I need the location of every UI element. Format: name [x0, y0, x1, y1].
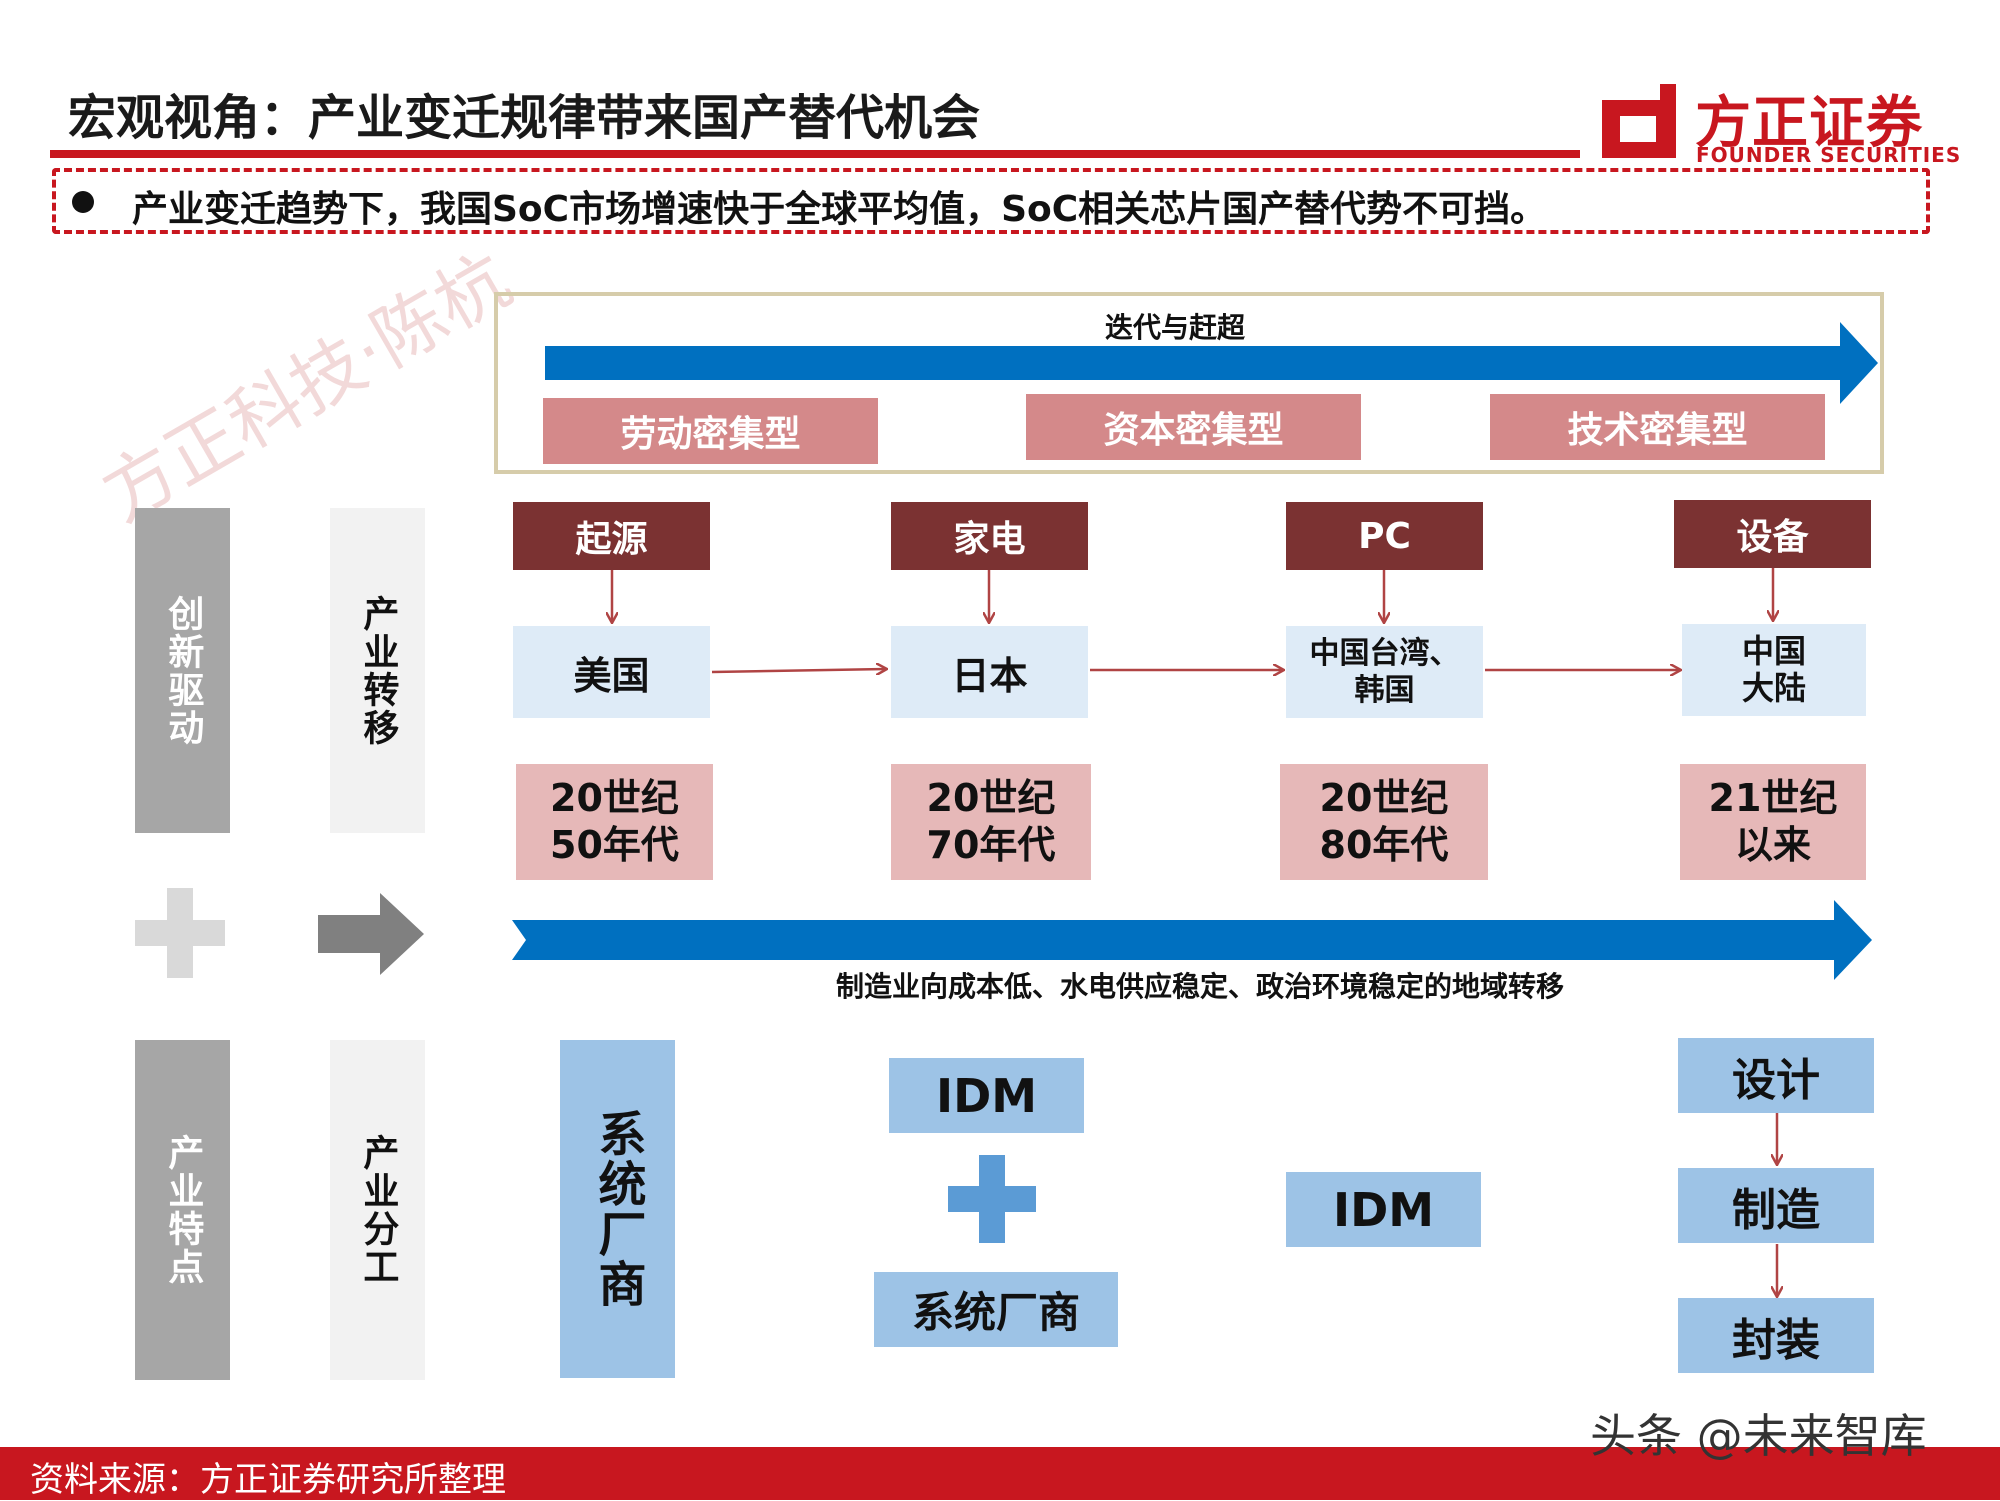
era-21st-century: 21世纪 以来 — [1680, 764, 1866, 880]
era-1980s: 20世纪 80年代 — [1280, 764, 1488, 880]
sidebar-innovation: 创新驱动 — [135, 508, 230, 833]
logo-subtitle: FOUNDER SECURITIES — [1696, 143, 1962, 167]
plus-icon — [135, 888, 225, 978]
sidebar-division: 产业分工 — [330, 1040, 425, 1380]
stage-pc: PC — [1286, 502, 1483, 570]
category-labor: 劳动密集型 — [543, 398, 878, 464]
category-capital: 资本密集型 — [1026, 394, 1361, 460]
stage-origin: 起源 — [513, 502, 710, 570]
iteration-arrow-icon — [545, 322, 1878, 404]
division-design: 设计 — [1678, 1038, 1874, 1113]
stage-equipment: 设备 — [1674, 500, 1871, 568]
division-manufacturing: 制造 — [1678, 1168, 1874, 1243]
bullet-box — [52, 168, 1930, 234]
transfer-arrow-icon — [512, 900, 1872, 980]
division-system-vendor-2: 系统厂商 — [874, 1272, 1118, 1347]
iteration-label: 迭代与赶超 — [1104, 311, 1245, 344]
iteration-frame — [494, 292, 1884, 474]
division-idm-1: IDM — [889, 1058, 1084, 1133]
country-taiwan-korea: 中国台湾、 韩国 — [1286, 626, 1483, 718]
sidebar-feature: 产业特点 — [135, 1040, 230, 1380]
country-usa: 美国 — [513, 626, 710, 718]
logo-name: 方正证券 — [1695, 91, 1923, 156]
sidebar-transfer: 产业转移 — [330, 508, 425, 833]
division-idm-2: IDM — [1286, 1172, 1481, 1247]
bullet-text: 产业变迁趋势下，我国SoC市场增速快于全球平均值，SoC相关芯片国产替代势不可挡… — [132, 189, 1547, 230]
logo-icon — [1602, 84, 1676, 158]
country-mainland-china: 中国 大陆 — [1682, 624, 1866, 716]
title-underline — [50, 150, 1580, 158]
footer-bar — [0, 1447, 2000, 1500]
division-system-vendor: 系统厂商 — [560, 1040, 675, 1378]
right-arrow-icon — [318, 893, 424, 975]
diagonal-watermark: 方正科技·陈杭 — [88, 237, 525, 538]
plus-blue-icon — [948, 1155, 1036, 1243]
era-1950s: 20世纪 50年代 — [516, 764, 713, 880]
footer-source: 资料来源：方正证券研究所整理 — [30, 1460, 506, 1500]
corner-watermark: 头条 @未来智库 — [1590, 1409, 1927, 1463]
transfer-label: 制造业向成本低、水电供应稳定、政治环境稳定的地域转移 — [835, 970, 1564, 1003]
era-1970s: 20世纪 70年代 — [891, 764, 1091, 880]
division-packaging: 封装 — [1678, 1298, 1874, 1373]
category-technology: 技术密集型 — [1490, 394, 1825, 460]
bullet-dot-icon — [72, 191, 94, 213]
country-japan: 日本 — [891, 626, 1088, 718]
stage-appliance: 家电 — [891, 502, 1088, 570]
page-title: 宏观视角：产业变迁规律带来国产替代机会 — [68, 90, 981, 146]
